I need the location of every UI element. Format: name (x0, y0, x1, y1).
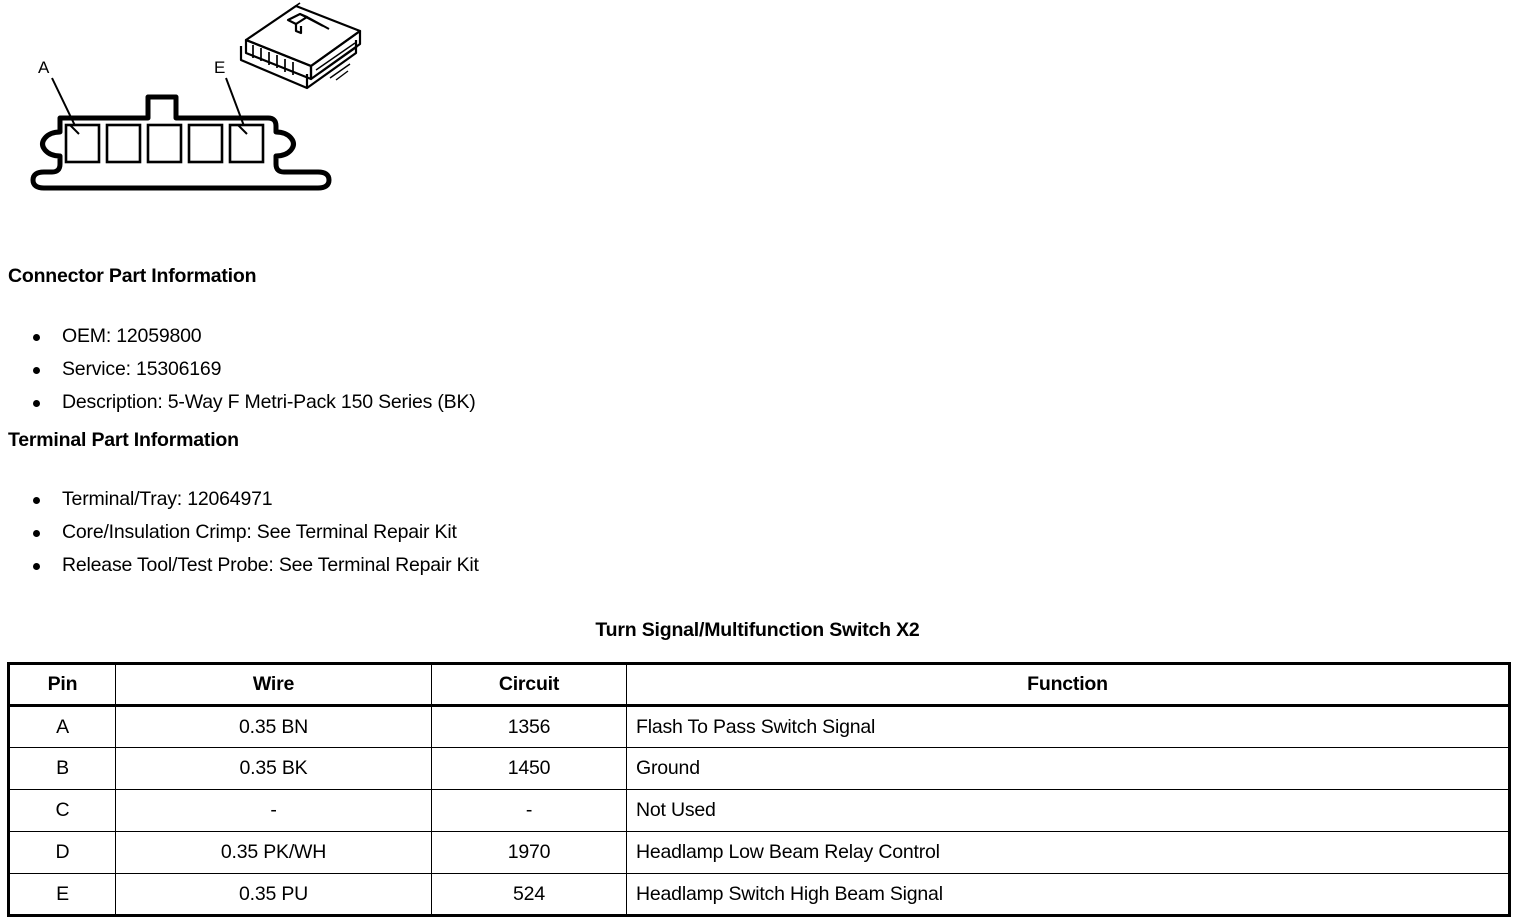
bullet-icon (33, 530, 40, 537)
list-item: Description: 5-Way F Metri-Pack 150 Seri… (0, 386, 476, 419)
list-item-label: Description: 5-Way F Metri-Pack 150 Seri… (62, 391, 476, 413)
column-header-circuit: Circuit (431, 662, 627, 707)
pinout-table-title: Turn Signal/Multifunction Switch X2 (595, 619, 920, 641)
table-row: E 0.35 PU 524 Headlamp Switch High Beam … (7, 873, 1511, 917)
list-item-label: Service: 15306169 (62, 358, 222, 380)
connector-part-information-heading: Connector Part Information (8, 265, 257, 287)
cell-pin: D (7, 831, 116, 874)
cell-pin: C (7, 789, 116, 832)
table-row: B 0.35 BK 1450 Ground (7, 747, 1511, 790)
column-header-pin: Pin (7, 662, 116, 707)
list-item-label: Terminal/Tray: 12064971 (62, 488, 273, 510)
connector-face-outline (30, 94, 332, 191)
terminal-part-information-list: Terminal/Tray: 12064971 Core/Insulation … (0, 483, 479, 582)
cavity-a (64, 123, 101, 164)
cell-circuit: - (431, 789, 627, 832)
connector-3d-view (239, 2, 362, 90)
pinout-table-container: Pin Wire Circuit Function A 0.35 BN 1356… (7, 662, 1511, 917)
connector-part-information-list: OEM: 12059800 Service: 15306169 Descript… (0, 320, 476, 419)
bullet-icon (33, 563, 40, 570)
cell-circuit: 1450 (431, 747, 627, 790)
table-row: A 0.35 BN 1356 Flash To Pass Switch Sign… (7, 705, 1511, 748)
list-item-label: OEM: 12059800 (62, 325, 202, 347)
cell-wire: 0.35 PU (115, 873, 432, 917)
cavity-d (187, 123, 224, 164)
cell-function: Headlamp Low Beam Relay Control (626, 831, 1511, 874)
bullet-icon (33, 367, 40, 374)
column-header-wire: Wire (115, 662, 432, 707)
cavity-c (146, 123, 183, 164)
cell-pin: B (7, 747, 116, 790)
table-row: D 0.35 PK/WH 1970 Headlamp Low Beam Rela… (7, 831, 1511, 874)
terminal-cavities (64, 123, 265, 164)
cavity-b (105, 123, 142, 164)
cell-circuit: 524 (431, 873, 627, 917)
list-item: OEM: 12059800 (0, 320, 476, 353)
pin-label-e: E (214, 58, 225, 77)
terminal-part-information-heading: Terminal Part Information (8, 429, 239, 451)
cell-wire: - (115, 789, 432, 832)
list-item: Release Tool/Test Probe: See Terminal Re… (0, 549, 479, 582)
list-item-label: Release Tool/Test Probe: See Terminal Re… (62, 554, 479, 576)
connector-drawing: A E (30, 2, 362, 191)
cell-function: Headlamp Switch High Beam Signal (626, 873, 1511, 917)
cell-wire: 0.35 PK/WH (115, 831, 432, 874)
cell-pin: E (7, 873, 116, 917)
table-header-row: Pin Wire Circuit Function (7, 662, 1511, 707)
cell-circuit: 1970 (431, 831, 627, 874)
cell-function: Not Used (626, 789, 1511, 832)
table-row: C - - Not Used (7, 789, 1511, 832)
connector-illustration: A E (0, 0, 420, 225)
cell-pin: A (7, 705, 116, 748)
pinout-table: Pin Wire Circuit Function A 0.35 BN 1356… (7, 662, 1511, 917)
list-item: Service: 15306169 (0, 353, 476, 386)
list-item-label: Core/Insulation Crimp: See Terminal Repa… (62, 521, 457, 543)
leader-tip-e (237, 124, 248, 135)
list-item: Terminal/Tray: 12064971 (0, 483, 479, 516)
column-header-function: Function (626, 662, 1511, 707)
bullet-icon (33, 497, 40, 504)
cavity-e (228, 123, 265, 164)
leader-tip-a (69, 124, 80, 135)
pin-label-a: A (38, 58, 50, 77)
list-item: Core/Insulation Crimp: See Terminal Repa… (0, 516, 479, 549)
cell-circuit: 1356 (431, 705, 627, 748)
cell-wire: 0.35 BN (115, 705, 432, 748)
cell-function: Flash To Pass Switch Signal (626, 705, 1511, 748)
bullet-icon (33, 334, 40, 341)
cell-wire: 0.35 BK (115, 747, 432, 790)
cell-function: Ground (626, 747, 1511, 790)
bullet-icon (33, 400, 40, 407)
